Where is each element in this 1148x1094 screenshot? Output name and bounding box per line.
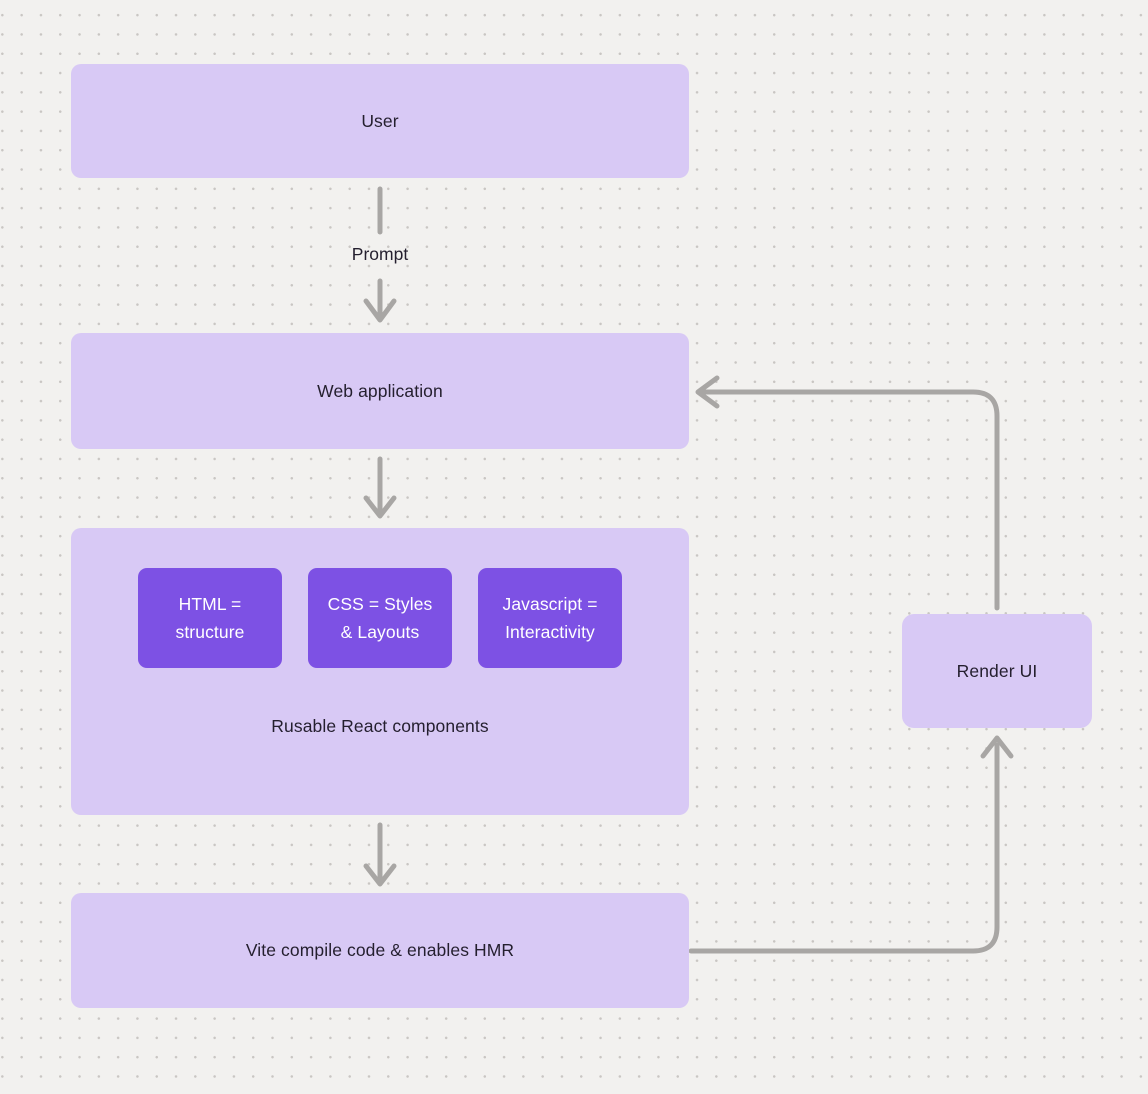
node-vite[interactable]: Vite compile code & enables HMR	[71, 893, 689, 1008]
node-components-label: Rusable React components	[271, 716, 489, 736]
node-render-ui[interactable]: Render UI	[902, 614, 1092, 728]
node-user[interactable]: User	[71, 64, 689, 178]
components-child-row: HTML = structure CSS = Styles & Layouts …	[138, 568, 622, 668]
edge-prompt-label: Prompt	[351, 244, 409, 264]
node-vite-label: Vite compile code & enables HMR	[245, 940, 515, 960]
node-user-label: User	[361, 110, 399, 131]
node-html[interactable]: HTML = structure	[138, 568, 282, 668]
edge-vite-to-renderui[interactable]	[688, 735, 1014, 954]
node-css[interactable]: CSS = Styles & Layouts	[308, 568, 452, 668]
edge-components-to-vite[interactable]	[363, 822, 397, 887]
node-render-ui-label: Render UI	[956, 660, 1038, 681]
edge-user-to-webapp[interactable]	[363, 186, 397, 323]
edge-renderui-to-webapp[interactable]	[695, 375, 1000, 611]
node-web-application[interactable]: Web application	[71, 333, 689, 449]
edge-webapp-to-components[interactable]	[363, 456, 397, 519]
node-web-application-label: Web application	[317, 380, 443, 401]
node-components-group[interactable]: HTML = structure CSS = Styles & Layouts …	[71, 528, 689, 815]
node-javascript[interactable]: Javascript = Interactivity	[478, 568, 622, 668]
